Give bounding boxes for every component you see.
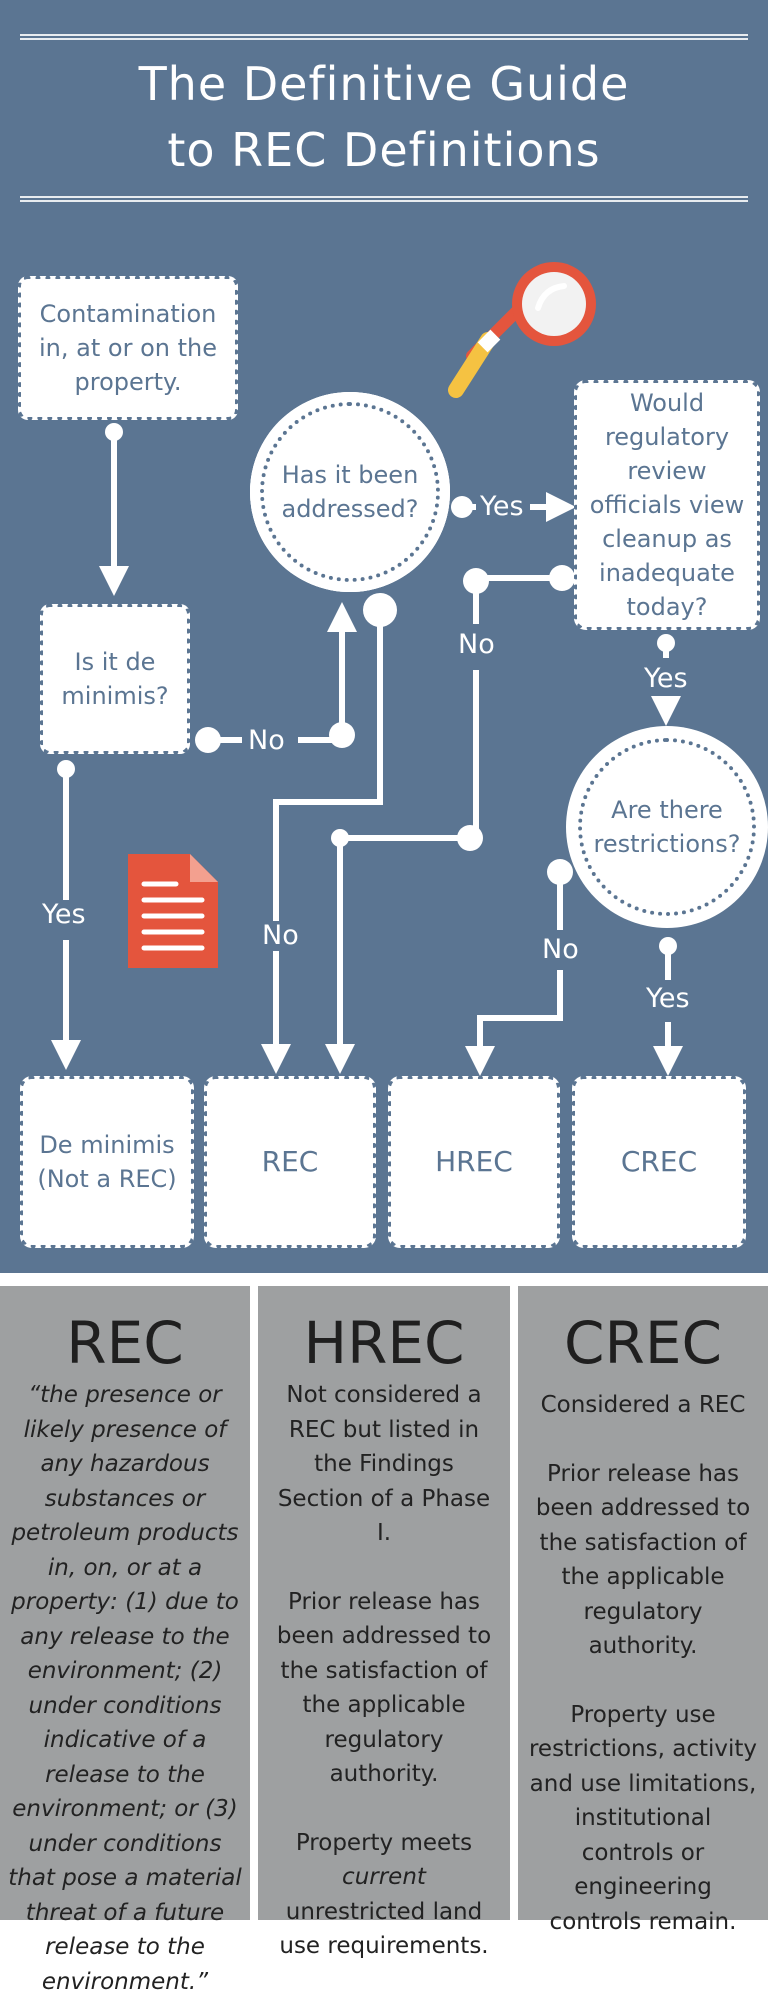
edge-deminimis-no-right	[298, 602, 357, 743]
edge-restrictions-no-lower	[465, 970, 563, 1076]
label-no-restrictions: No	[538, 935, 583, 965]
outcome-crec: CREC	[572, 1076, 746, 1248]
outcome-hrec: HREC	[388, 1076, 560, 1248]
outcome-rec: REC	[204, 1076, 376, 1248]
hrec-column: HREC Not considered a REC but listed in …	[258, 1286, 510, 1959]
label-no-regulatory: No	[454, 630, 499, 660]
label-yes-deminimis: Yes	[38, 900, 90, 930]
crec-heading: CREC	[564, 1309, 722, 1377]
hrec-emphasis: current	[342, 1864, 426, 1890]
label-no-deminimis: No	[244, 726, 289, 756]
label-yes-regulatory: Yes	[640, 664, 692, 694]
rec-definition: “the presence or likely presence of any …	[8, 1382, 242, 1995]
title-rule-top	[20, 34, 748, 40]
document-icon	[128, 854, 218, 968]
label-yes-restrictions: Yes	[642, 984, 694, 1014]
outcome-deminimis: De minimis (Not a REC)	[20, 1076, 194, 1248]
addressed-question-text: Has it been addressed?	[281, 461, 419, 523]
deminimis-question-node: Is it de minimis?	[40, 604, 190, 754]
rec-column: REC “the presence or likely presence of …	[0, 1286, 250, 1995]
hrec-paragraph-1: Not considered a REC but listed in the F…	[277, 1382, 491, 1546]
contamination-node: Contamination in, at or on the property.	[18, 276, 238, 420]
outcome-rec-text: REC	[261, 1145, 319, 1178]
regulatory-question-text: Would regulatory review officials view c…	[589, 389, 745, 621]
deminimis-question-text: Is it de minimis?	[61, 648, 169, 710]
flowchart-connectors	[51, 423, 683, 1076]
edge-regulatory-no-lower	[325, 670, 479, 1074]
crec-column: CREC Considered a REC Prior release has …	[518, 1286, 768, 1935]
title-line-2: to REC Definitions	[167, 123, 601, 177]
title-line-1: The Definitive Guide	[138, 57, 630, 111]
hrec-heading: HREC	[303, 1309, 465, 1377]
hrec-paragraph-3: Property meets current unrestricted land…	[279, 1829, 489, 1960]
outcome-deminimis-text: De minimis (Not a REC)	[37, 1131, 177, 1193]
crec-paragraph-2: Prior release has been addressed to the …	[535, 1460, 751, 1660]
outcome-crec-text: CREC	[620, 1145, 698, 1178]
regulatory-question-node: Would regulatory review officials view c…	[574, 380, 760, 630]
contamination-text: Contamination in, at or on the property.	[39, 300, 217, 396]
restrictions-question-text: Are there restrictions?	[593, 796, 741, 858]
label-no-addressed: No	[258, 921, 303, 951]
rec-heading: REC	[66, 1309, 184, 1377]
crec-paragraph-1: Considered a REC	[540, 1392, 746, 1418]
magnifier-icon	[448, 262, 596, 398]
crec-paragraph-3: Property use restrictions, activity and …	[528, 1701, 758, 1935]
addressed-question-node: Has it been addressed?	[250, 392, 450, 592]
edge-regulatory-no-upper	[473, 575, 562, 624]
restrictions-question-node: Are there restrictions?	[566, 726, 768, 928]
label-yes-addressed: Yes	[476, 492, 528, 522]
title-rule-bottom	[20, 196, 748, 202]
hrec-paragraph-2: Prior release has been addressed to the …	[276, 1588, 492, 1788]
outcome-hrec-text: HREC	[435, 1145, 513, 1178]
